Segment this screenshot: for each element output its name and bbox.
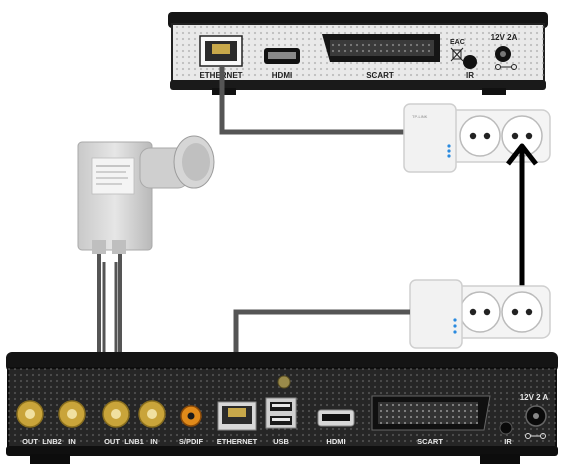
lnb-sticker xyxy=(91,157,135,195)
receiver-bottom: OUT LNB2 IN OUT LNB1 IN S/PDIF ETHERNET … xyxy=(6,352,558,464)
eac-mark: EAC xyxy=(450,39,465,46)
receiver-bottom-foot-left xyxy=(30,454,70,464)
label-out-lnb2: OUT xyxy=(22,437,38,446)
adapter-top-led-3 xyxy=(447,154,451,158)
receiver-bottom-base xyxy=(6,446,558,456)
lnb-connector-1 xyxy=(92,240,106,254)
label-out-lnb1: OUT xyxy=(104,437,120,446)
polarity-icon xyxy=(495,64,517,70)
top-hdmi-label: HDMI xyxy=(272,71,292,80)
spdif-jack[interactable] xyxy=(180,405,202,427)
powerline-adapter-bottom xyxy=(409,279,463,349)
top-scart-label: SCART xyxy=(366,71,394,80)
receiver-top: ETHERNET HDMI SCART EAC IR 12V 2A xyxy=(168,12,548,95)
weee-bin-icon xyxy=(450,47,464,62)
adapter-top-led-2 xyxy=(447,149,451,153)
label-bottom-hdmi: HDMI xyxy=(326,437,345,446)
label-bottom-power: 12V 2 A xyxy=(520,393,549,402)
lnb-connector-2 xyxy=(112,240,126,254)
label-lnb1: LNB1 xyxy=(124,437,144,446)
bottom-polarity-icon xyxy=(525,433,546,439)
lnb xyxy=(77,135,215,254)
lnb2-in-connector[interactable] xyxy=(58,400,86,428)
ground-screw xyxy=(277,375,291,389)
bottom-scart-port[interactable] xyxy=(371,395,491,431)
socket-plate-top xyxy=(445,109,551,163)
adapter-bottom-led-1 xyxy=(453,318,457,322)
usb-ports[interactable] xyxy=(265,397,297,429)
label-usb: USB xyxy=(273,437,289,446)
bottom-power-jack[interactable] xyxy=(525,405,547,427)
adapter-top-led-1 xyxy=(447,144,451,148)
adapter-bottom-led-2 xyxy=(453,324,457,328)
label-in-lnb2: IN xyxy=(68,437,76,446)
cable-top-ethernet xyxy=(219,66,410,135)
label-bottom-scart: SCART xyxy=(417,437,443,446)
top-ethernet-port[interactable] xyxy=(199,35,243,67)
bottom-ir-jack[interactable] xyxy=(499,421,513,435)
receiver-bottom-foot-right xyxy=(480,454,520,464)
label-bottom-ethernet: ETHERNET xyxy=(217,437,258,446)
label-lnb2: LNB2 xyxy=(42,437,62,446)
receiver-top-base xyxy=(170,80,546,90)
lnb1-in-connector[interactable] xyxy=(138,400,166,428)
receiver-top-foot-right xyxy=(482,88,506,95)
socket-plate-bottom xyxy=(445,285,551,339)
label-bottom-ir: IR xyxy=(504,437,512,446)
top-power-label: 12V 2A xyxy=(491,33,518,42)
bottom-ethernet-port[interactable] xyxy=(217,401,257,431)
top-power-jack[interactable] xyxy=(495,46,511,62)
label-in-lnb1: IN xyxy=(150,437,158,446)
lnb2-out-connector[interactable] xyxy=(16,400,44,428)
adapter-bottom-led-3 xyxy=(453,330,457,334)
adapter-brand: TP-LINK xyxy=(412,114,428,119)
bottom-hdmi-port[interactable] xyxy=(317,409,355,427)
top-ir-jack[interactable] xyxy=(463,55,477,69)
label-spdif: S/PDIF xyxy=(179,437,204,446)
top-scart-port[interactable] xyxy=(322,34,440,62)
top-ir-label: IR xyxy=(466,71,474,80)
lnb1-out-connector[interactable] xyxy=(102,400,130,428)
powerline-adapter-top: TP-LINK xyxy=(403,103,457,173)
top-hdmi-port[interactable] xyxy=(264,48,300,64)
